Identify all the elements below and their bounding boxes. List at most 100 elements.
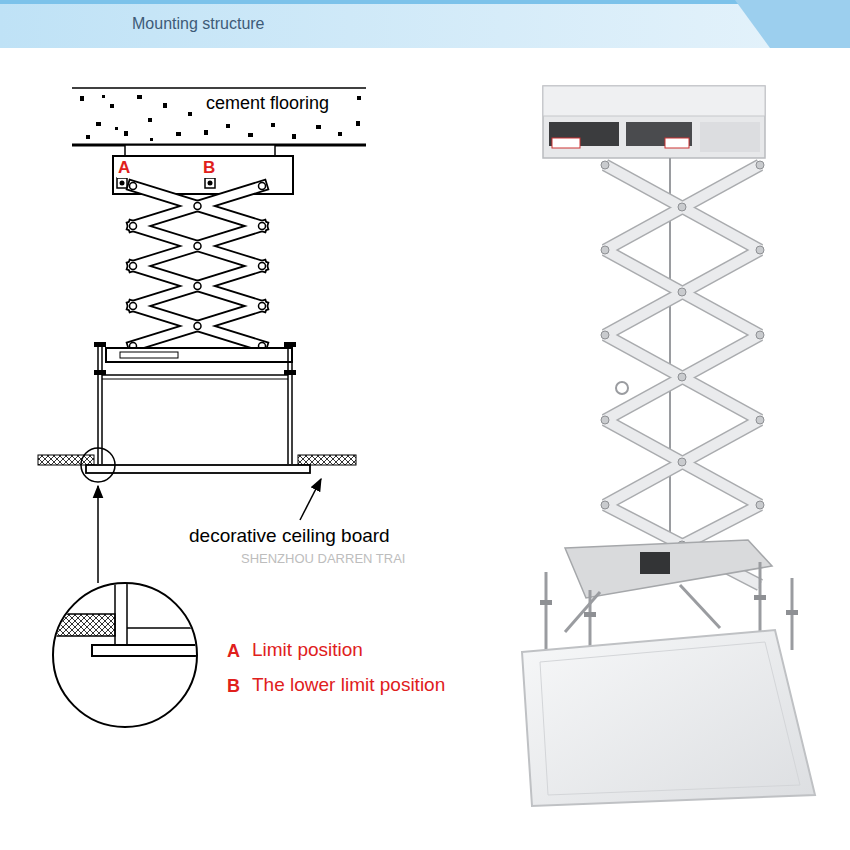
scissor-lift-photo (700, 122, 760, 152)
cement-flooring (176, 132, 181, 136)
scissor-lift-photo (605, 250, 760, 335)
scissor-lift-photo (601, 246, 609, 254)
lower-frame (101, 342, 103, 464)
scissor-lift-photo (678, 203, 686, 211)
scissor-lift-photo (640, 552, 670, 574)
lower-frame (102, 379, 288, 380)
header-band (735, 0, 850, 48)
top-bracket (117, 178, 127, 188)
leader-arrows (97, 486, 99, 583)
note-text: The lower limit position (251, 674, 446, 696)
scissor-lift-photo (565, 592, 600, 632)
scissor-lift-photo (665, 138, 689, 148)
cement-flooring (316, 125, 321, 129)
scissor-arms (130, 183, 137, 190)
cement-flooring (248, 133, 253, 137)
scissor-lift-photo (601, 416, 609, 424)
cement-flooring (357, 96, 361, 100)
cement-flooring (80, 96, 84, 101)
scissor-lift-photo (545, 572, 548, 655)
scissor-arms (133, 226, 262, 266)
cement-flooring (96, 122, 101, 126)
scissor-lift-photo (605, 335, 760, 420)
detail-circle (127, 627, 210, 629)
scissor-lift-photo (601, 161, 609, 169)
top-bracket (208, 181, 213, 186)
header-band (0, 0, 850, 48)
scissor-lift-photo (605, 335, 760, 420)
scissor-arms (130, 263, 137, 270)
scissor-lift-photo (605, 250, 760, 335)
scissor-lift-photo (756, 416, 764, 424)
scissor-arms (259, 183, 266, 190)
scissor-lift-photo (605, 335, 760, 420)
scissor-lift-photo (678, 373, 686, 381)
scissor-lift-photo (754, 595, 766, 600)
callout-letter: A (117, 158, 131, 178)
scissor-lift-photo (601, 331, 609, 339)
lower-frame (287, 342, 289, 464)
scissor-arms (133, 226, 262, 266)
scissor-lift-photo (605, 165, 760, 250)
scissor-lift-photo (540, 595, 798, 617)
scissor-arms (194, 323, 201, 330)
scissor-arms (133, 266, 262, 306)
lower-frame (291, 342, 293, 464)
ceiling-board (86, 465, 310, 473)
detail-circle (126, 560, 128, 645)
scissor-lift-photo (522, 86, 815, 806)
scissor-arms (133, 266, 262, 306)
cement-flooring (72, 88, 366, 145)
scissor-lift-photo (605, 250, 760, 335)
scissor-lift-photo (605, 420, 760, 505)
scissor-lift-photo (543, 86, 765, 158)
scissor-lift-photo (605, 335, 760, 420)
scissor-arms (133, 266, 262, 306)
scissor-lift-photo (601, 501, 609, 509)
cement-flooring (115, 127, 118, 130)
scissor-arms (133, 266, 262, 306)
ceiling-board (38, 455, 94, 465)
scissor-arms (133, 306, 262, 346)
detail-circle (92, 645, 222, 656)
cement-flooring (356, 121, 360, 126)
scissor-arms (133, 226, 262, 266)
legend-letter: B (226, 676, 241, 697)
scissor-arms (130, 223, 137, 230)
scissor-arms (133, 186, 262, 346)
top-bracket (205, 178, 215, 188)
scissor-lift-photo (680, 585, 720, 628)
scissor-lift-photo (605, 165, 760, 585)
lower-frame (94, 370, 106, 375)
scissor-lift-photo (552, 138, 580, 148)
scissor-arms (130, 183, 266, 350)
part-label: decorative ceiling board (188, 525, 391, 547)
lower-frame (284, 342, 296, 347)
cement-flooring (338, 132, 342, 136)
lower-frame (106, 348, 292, 362)
legend-letter: A (226, 641, 241, 662)
cement-flooring (148, 118, 152, 122)
scissor-arms (259, 303, 266, 310)
scissor-arms (133, 306, 262, 346)
cement-flooring (72, 88, 366, 145)
scissor-arms (133, 186, 262, 226)
callout-letter: B (202, 158, 216, 178)
scissor-lift-photo (605, 165, 760, 250)
ceiling-board (298, 455, 356, 465)
header-band (0, 0, 850, 4)
lower-frame (94, 342, 296, 464)
scissor-arms (133, 186, 262, 226)
note-text: Limit position (251, 639, 364, 661)
top-bracket (120, 181, 125, 186)
lower-frame (97, 342, 99, 464)
scissor-lift-photo (522, 630, 815, 806)
scissor-lift-photo (605, 420, 760, 505)
scissor-lift-photo (605, 165, 760, 250)
scissor-arms (133, 186, 262, 346)
detail-circle (45, 560, 222, 727)
detail-circle (53, 583, 197, 727)
scissor-lift-photo (756, 161, 764, 169)
